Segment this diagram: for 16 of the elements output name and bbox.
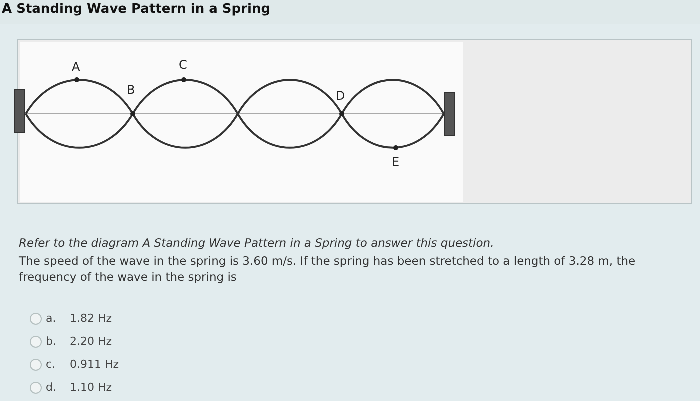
- option-letter: b.: [46, 335, 56, 348]
- point-label: C: [179, 58, 188, 72]
- option-answer: 2.20 Hz: [70, 335, 112, 348]
- option-letter: d.: [46, 381, 56, 394]
- point-label: B: [127, 83, 136, 97]
- option-letter: a.: [46, 312, 56, 325]
- option-letter: c.: [46, 358, 56, 371]
- question-instruction: Refer to the diagram A Standing Wave Pattern in a Spring to answer this question.: [19, 236, 494, 250]
- option-answer: 1.82 Hz: [70, 312, 112, 325]
- point-label: A: [72, 60, 80, 74]
- point-label: D: [336, 89, 346, 103]
- point-label: E: [392, 155, 400, 169]
- diagram-title: A Standing Wave Pattern in a Spring: [2, 2, 271, 17]
- question-text: The speed of the wave in the spring is 3.60 m/s. If the spring has been stretched to a length of 3.28 m, the frequency of the wave in the spring is: [19, 253, 637, 285]
- option-answer: 1.10 Hz: [70, 381, 112, 394]
- option-answer: 0.911 Hz: [70, 358, 120, 371]
